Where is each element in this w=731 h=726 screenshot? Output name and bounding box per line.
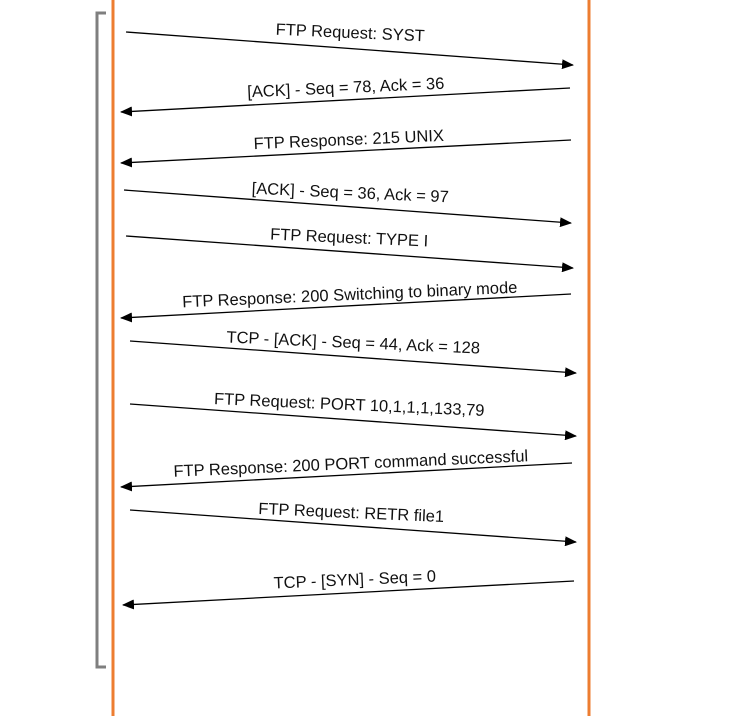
message-arrow-left (120, 87, 571, 117)
message-label: FTP Request: RETR file1 (258, 500, 444, 526)
message-4: [ACK] - Seq = 36, Ack = 97 (123, 180, 572, 228)
message-2: [ACK] - Seq = 78, Ack = 36 (120, 75, 571, 117)
message-label: FTP Request: TYPE I (270, 226, 429, 251)
message-label: FTP Response: 200 PORT command successfu… (173, 447, 528, 480)
message-arrow-left (122, 580, 575, 610)
message-arrow-right (123, 189, 572, 228)
message-arrow-right (129, 509, 577, 547)
message-6: FTP Response: 200 Switching to binary mo… (120, 279, 572, 323)
message-10: FTP Request: RETR file1 (129, 500, 577, 547)
message-arrow-left (120, 139, 572, 168)
message-arrow-right (129, 340, 577, 378)
message-label: [ACK] - Seq = 36, Ack = 97 (251, 180, 449, 207)
message-label: TCP - [SYN] - Seq = 0 (273, 567, 436, 592)
message-arrow-right (125, 31, 574, 70)
message-3: FTP Response: 215 UNIX (120, 127, 572, 168)
message-arrow-left (120, 462, 573, 492)
message-arrow-right (125, 235, 574, 273)
message-label: FTP Request: PORT 10,1,1,1,133,79 (214, 390, 485, 420)
message-list: FTP Request: SYST [ACK] - Seq = 78, Ack =… (120, 21, 577, 610)
message-label: TCP - [ACK] - Seq = 44, Ack = 128 (226, 328, 480, 357)
message-8: FTP Request: PORT 10,1,1,1,133,79 (129, 390, 577, 441)
group-bracket (95, 11, 106, 669)
message-arrow-left (120, 293, 572, 323)
message-label: FTP Request: SYST (275, 21, 425, 45)
message-arrow-right (129, 403, 577, 441)
message-11: TCP - [SYN] - Seq = 0 (122, 567, 575, 610)
message-1: FTP Request: SYST (125, 21, 574, 70)
message-5: FTP Request: TYPE I (125, 226, 574, 273)
message-7: TCP - [ACK] - Seq = 44, Ack = 128 (129, 328, 577, 378)
message-9: FTP Response: 200 PORT command successfu… (120, 447, 573, 492)
message-label: [ACK] - Seq = 78, Ack = 36 (247, 75, 445, 102)
message-label: FTP Response: 215 UNIX (253, 127, 444, 153)
